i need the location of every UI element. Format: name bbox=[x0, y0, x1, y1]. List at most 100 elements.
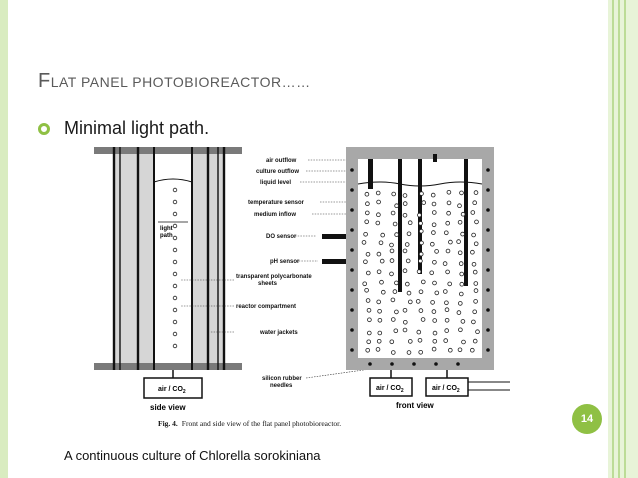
bubble bbox=[446, 210, 451, 216]
label-needles: needles bbox=[270, 383, 293, 389]
bubble bbox=[366, 339, 372, 345]
bubble bbox=[404, 281, 410, 287]
front-air-label: air / CO2 bbox=[432, 385, 460, 394]
bubble bbox=[376, 299, 382, 305]
frame-bolt bbox=[350, 188, 354, 192]
side-reactor-compartment bbox=[154, 154, 192, 363]
bubble bbox=[431, 210, 437, 215]
bubble bbox=[431, 230, 436, 235]
bubble bbox=[418, 350, 424, 355]
bubble bbox=[459, 271, 465, 277]
bubble bbox=[376, 212, 381, 217]
bubble bbox=[432, 330, 438, 336]
bubble bbox=[389, 271, 394, 277]
bubble bbox=[365, 270, 371, 276]
bubble bbox=[443, 230, 449, 236]
side-top-plate bbox=[94, 147, 242, 154]
bubble bbox=[172, 271, 178, 277]
bubble bbox=[460, 211, 466, 217]
bubble bbox=[445, 248, 451, 254]
bubble bbox=[172, 211, 178, 217]
front-bubbles bbox=[361, 189, 480, 355]
bubble bbox=[459, 190, 464, 196]
label-reactor-compartment: reactor compartment bbox=[236, 304, 296, 310]
bubble bbox=[442, 261, 448, 266]
bubble bbox=[418, 258, 423, 264]
bubble bbox=[443, 338, 449, 343]
bubble bbox=[378, 240, 384, 246]
right-border-band bbox=[608, 0, 638, 478]
bubble bbox=[407, 339, 413, 344]
bubble bbox=[406, 350, 412, 355]
light-path-label: path bbox=[160, 233, 173, 239]
label-temperature-sensor: temperature sensor bbox=[248, 200, 305, 206]
bubble bbox=[377, 318, 383, 323]
bubble bbox=[172, 319, 178, 325]
bubble bbox=[447, 281, 453, 287]
label-air-outflow: air outflow bbox=[266, 158, 297, 164]
bubble bbox=[363, 259, 368, 265]
bubble bbox=[448, 239, 453, 245]
bubble bbox=[418, 221, 423, 226]
side-liquid-level bbox=[153, 178, 193, 183]
bubble bbox=[392, 289, 398, 294]
bubble bbox=[416, 329, 422, 335]
bubble bbox=[376, 339, 382, 344]
bullet-icon bbox=[38, 122, 50, 135]
air-outflow-port bbox=[433, 154, 437, 162]
bubble bbox=[471, 319, 476, 325]
side-bottom-plate bbox=[94, 363, 242, 370]
bubble bbox=[172, 223, 178, 229]
bubble bbox=[390, 210, 396, 216]
bubble bbox=[367, 317, 372, 323]
bubble bbox=[458, 291, 464, 297]
frame-bolt bbox=[486, 288, 490, 292]
front-view-label: front view bbox=[396, 401, 435, 410]
frame-bolt bbox=[412, 362, 416, 366]
bubble bbox=[444, 318, 450, 323]
bubble bbox=[172, 187, 178, 193]
bubble bbox=[391, 191, 397, 197]
bubble bbox=[389, 242, 394, 248]
slide-title: FLAT PANEL PHOTOBIOREACTOR…… bbox=[38, 70, 311, 93]
bubble bbox=[363, 232, 368, 237]
bubble bbox=[364, 288, 369, 293]
bubble bbox=[394, 203, 399, 208]
bubble bbox=[419, 191, 424, 196]
bubble bbox=[431, 222, 437, 228]
bubble bbox=[458, 261, 464, 266]
bubble bbox=[421, 200, 427, 205]
border-stripe bbox=[618, 0, 620, 478]
bubble bbox=[402, 201, 408, 206]
frame-bolt bbox=[456, 362, 460, 366]
bubble bbox=[457, 347, 463, 353]
bubble bbox=[432, 339, 438, 344]
sensor-probe bbox=[464, 159, 468, 286]
frame-bolts bbox=[350, 168, 490, 366]
culture-outflow-tube bbox=[368, 159, 373, 189]
bubble bbox=[364, 219, 370, 225]
bubble bbox=[429, 241, 435, 247]
label-silicon-rubber: silicon rubber bbox=[262, 376, 302, 382]
frame-bolt bbox=[350, 308, 354, 312]
frame-bolt bbox=[368, 362, 372, 366]
bubble bbox=[172, 235, 178, 241]
bubble bbox=[402, 248, 408, 254]
bubble bbox=[446, 200, 452, 206]
bubble bbox=[407, 299, 413, 305]
bubble bbox=[444, 307, 450, 313]
bubble bbox=[172, 247, 178, 253]
bubble bbox=[472, 200, 478, 205]
bubble bbox=[394, 280, 399, 286]
label-water-jackets: water jackets bbox=[259, 330, 298, 336]
bubble bbox=[473, 299, 478, 304]
side-bubbles bbox=[172, 187, 178, 349]
bubble bbox=[472, 338, 478, 344]
bubble bbox=[390, 317, 396, 322]
light-path-label: light bbox=[160, 226, 173, 232]
bubble bbox=[379, 279, 384, 285]
slide-caption: A continuous culture of Chlorella soroki… bbox=[64, 448, 321, 463]
bubble bbox=[446, 189, 452, 195]
bubble bbox=[431, 201, 437, 207]
bubble bbox=[460, 319, 466, 324]
